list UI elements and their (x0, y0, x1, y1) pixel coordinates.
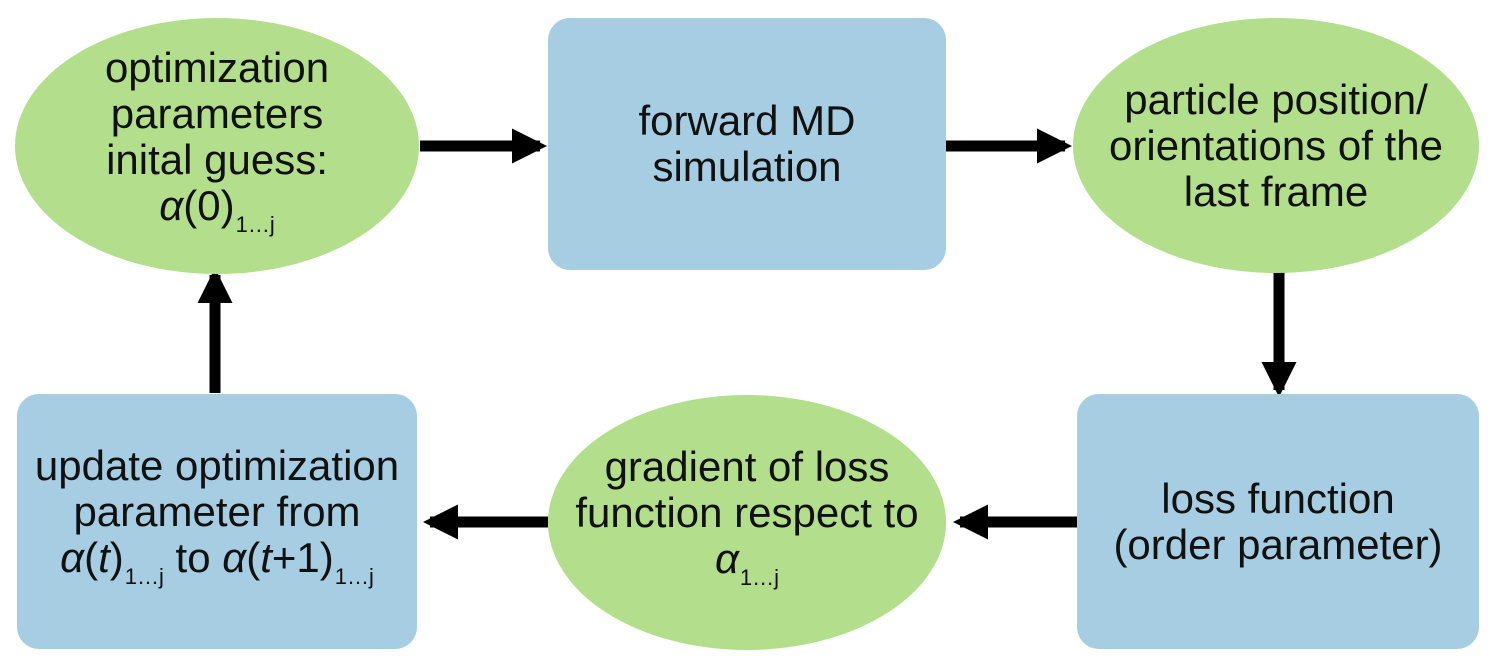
t-symbol: t (98, 534, 110, 581)
plus-one: +1) (271, 534, 334, 581)
update-params-formula: α(t)1…j to α(t+1)1…j (60, 535, 374, 600)
init-params-line-1: optimization (104, 43, 330, 91)
forward-md-line-1: forward MD (638, 97, 856, 144)
forward-md-line-2: simulation (652, 143, 842, 190)
update-params-line-1: update optimization (34, 442, 400, 489)
paren-close: ) (109, 534, 124, 581)
forward-md-node: forward MD simulation (548, 18, 946, 270)
gradient-line-1: gradient of loss (604, 443, 890, 490)
to-word: to (175, 534, 211, 581)
particle-pos-line-2: orientations of the (1109, 121, 1443, 169)
paren-open: ( (246, 534, 261, 581)
gradient-node: gradient of loss function respect to α1…… (548, 395, 946, 650)
init-params-line-3: inital guess: (106, 135, 328, 183)
to-subscript: 1…j (334, 564, 374, 589)
alpha-arg: (0) (183, 181, 235, 229)
alpha-subscript: 1…j (739, 565, 780, 590)
particle-pos-line-1: particle position/ (1124, 75, 1428, 123)
t-symbol: t (260, 534, 272, 581)
loss-function-node: loss function (order parameter) (1077, 394, 1479, 649)
particle-pos-line-3: last frame (1183, 167, 1369, 215)
init-params-line-2: parameters (110, 89, 324, 137)
init-params-node: optimization parameters inital guess: α(… (15, 18, 419, 274)
alpha-symbol: α (60, 534, 85, 581)
alpha-symbol: α (714, 535, 739, 582)
loss-function-line-2: (order parameter) (1113, 520, 1443, 568)
alpha-symbol: α (159, 181, 184, 229)
init-params-formula: α(0)1…j (159, 181, 275, 248)
gradient-line-2: function respect to (575, 489, 919, 536)
gradient-formula: α1…j (715, 536, 779, 601)
loss-function-line-1: loss function (1161, 474, 1395, 522)
particle-pos-node: particle position/ orientations of the l… (1073, 18, 1479, 273)
update-params-node: update optimization parameter from α(t)1… (17, 394, 417, 649)
alpha-subscript: 1…j (235, 211, 275, 237)
update-params-line-2: parameter from (73, 488, 361, 535)
paren-open: ( (84, 534, 99, 581)
from-subscript: 1…j (124, 564, 164, 589)
alpha-symbol: α (222, 534, 247, 581)
